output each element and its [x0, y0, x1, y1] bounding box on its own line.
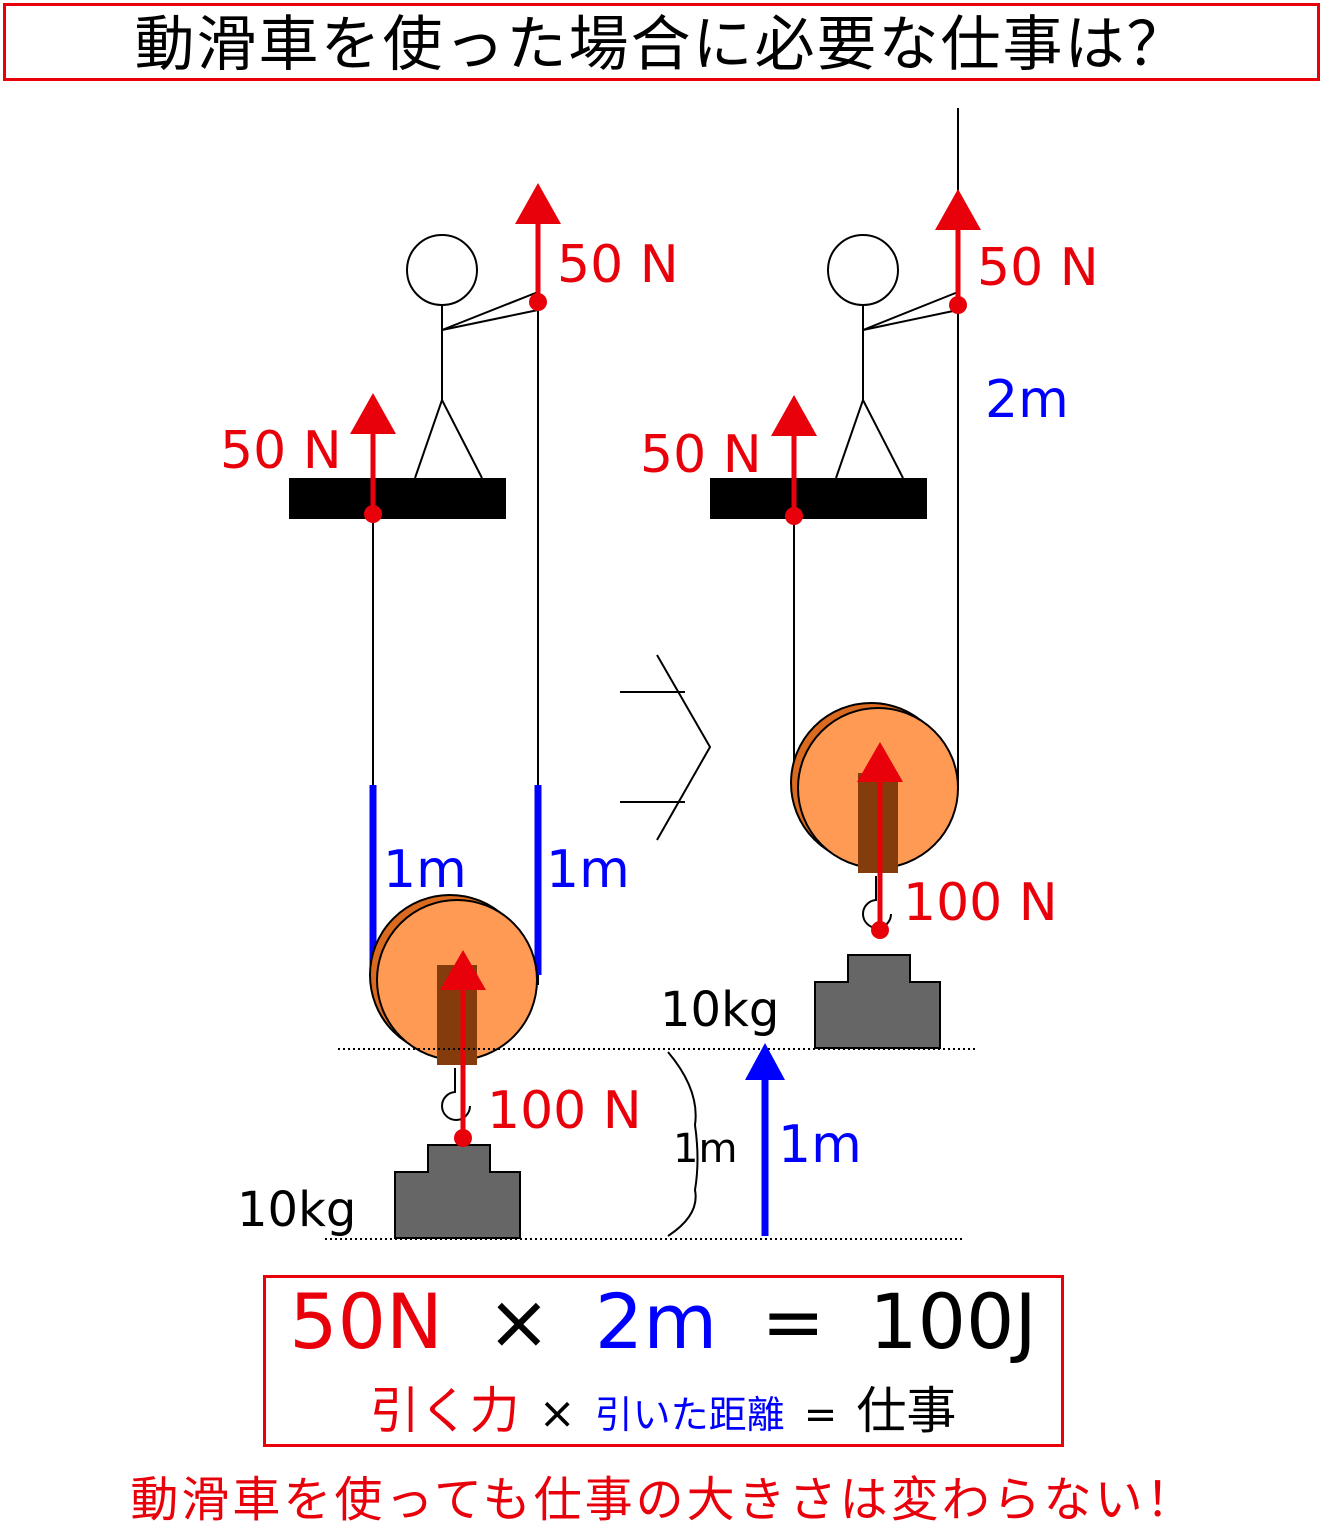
formula: 50N × 2m = 100J 引く力 × 引いた距離 = 仕事 — [289, 1277, 1037, 1440]
right-ceiling-force-arrow — [771, 395, 817, 436]
left-length-label-b: 1m — [546, 840, 630, 900]
formula-distance-word: 引いた距離 — [595, 1393, 785, 1437]
formula-times: × — [487, 1277, 551, 1366]
right-hand-force-label: 50 N — [977, 238, 1099, 298]
svg-text:50N × 2m =: 50N × 2m = 100J — [289, 1277, 1037, 1366]
right-ceiling-force-label: 50 N — [640, 425, 762, 485]
right-person-arm-upper — [862, 291, 959, 331]
formula-times-word: × — [539, 1388, 576, 1439]
left-person-arm-upper — [441, 291, 539, 331]
left-person-arm-lower — [441, 309, 539, 331]
right-person-head — [827, 234, 899, 306]
right-mass-label: 10kg — [660, 982, 779, 1038]
brace-length-label: 1m — [673, 1126, 737, 1172]
right-hand-force-arrow — [935, 189, 981, 230]
height-brace — [667, 1051, 699, 1237]
lift-length-label: 1m — [778, 1115, 862, 1175]
lift-height-indicator: 1m 1m — [325, 1043, 977, 1240]
title-frame: 動滑車を使った場合に必要な仕事は？ — [3, 3, 1320, 81]
right-setup: 50 N 50 N 100 N 10kg 2m — [640, 108, 1099, 1049]
right-weight — [814, 954, 941, 1049]
right-hook — [862, 876, 892, 929]
right-person-legs — [835, 397, 904, 479]
formula-frame — [263, 1275, 1064, 1447]
formula-equals-word: = — [804, 1392, 838, 1438]
left-ceiling-beam — [289, 478, 506, 519]
formula-force-word: 引く力 — [370, 1382, 520, 1440]
right-ceiling-beam — [710, 478, 927, 519]
formula-work-word: 仕事 — [856, 1382, 956, 1440]
formula-equals: = — [761, 1277, 825, 1366]
left-hand-force-arrow — [515, 183, 561, 224]
svg-text:引く力 × 引いた距離: 引く力 × 引いた距離 = 仕事 — [370, 1382, 957, 1440]
lift-arrow — [745, 1043, 785, 1080]
page-title: 動滑車を使った場合に必要な仕事は？ — [134, 10, 1189, 80]
left-ceiling-force-arrow — [350, 393, 396, 434]
left-setup: 50 N 50 N 100 N 10kg 1m 1m — [220, 183, 679, 1239]
formula-force: 50N — [289, 1277, 443, 1366]
right-load-force-arrow — [857, 742, 903, 782]
left-load-force-arrow — [440, 950, 486, 990]
left-load-force-label: 100 N — [487, 1081, 642, 1141]
left-person-head — [406, 234, 478, 306]
left-hand-force-label: 50 N — [557, 235, 679, 295]
formula-work: 100J — [869, 1277, 1036, 1366]
left-mass-label: 10kg — [237, 1182, 356, 1238]
left-weight — [394, 1144, 521, 1239]
right-person-arm-lower — [862, 309, 959, 331]
right-load-force-label: 100 N — [903, 873, 1058, 933]
left-person-legs — [414, 397, 483, 479]
right-pull-length-label: 2m — [985, 370, 1069, 430]
left-length-label-a: 1m — [383, 840, 467, 900]
transition-arrow — [620, 654, 712, 841]
conclusion-text: 動滑車を使っても仕事の大きさは変わらない！ — [130, 1472, 1197, 1528]
left-hook — [441, 1068, 471, 1121]
formula-distance: 2m — [595, 1277, 717, 1366]
left-ceiling-force-label: 50 N — [220, 421, 342, 481]
